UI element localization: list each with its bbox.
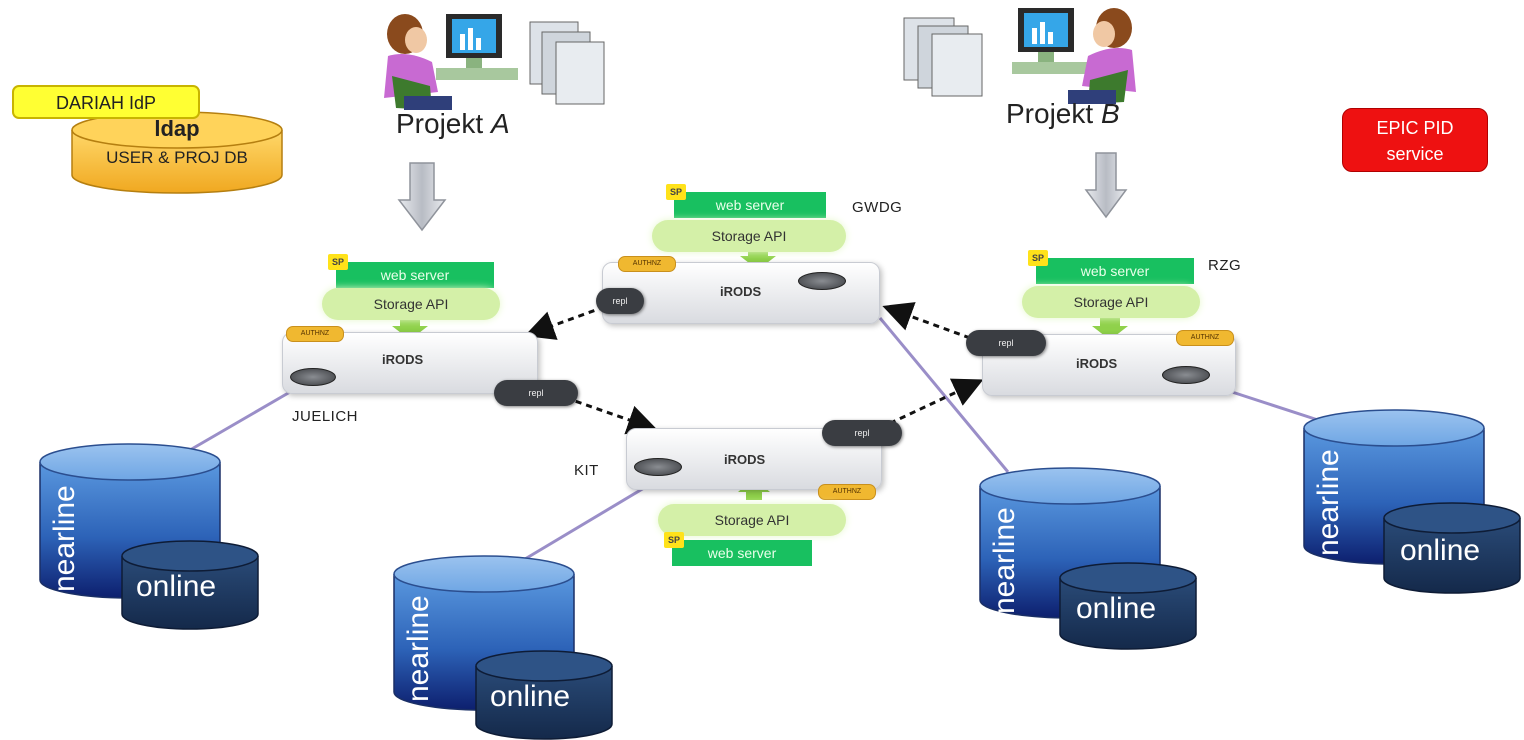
juelich-irods-label: iRODS	[382, 352, 424, 367]
kit-online-label: online	[490, 680, 571, 713]
documents-b-illustration	[903, 17, 983, 97]
web-server-label: web server	[715, 197, 785, 213]
person-b-illustration	[1012, 8, 1136, 104]
juelich-disk-icon	[290, 368, 336, 386]
juelich-authnz-badge: AUTHNZ	[286, 326, 344, 342]
gwdg-irods-box	[602, 262, 880, 324]
juelich-online-label: online	[136, 570, 217, 603]
dariah-idp-label: DARIAH IdP	[12, 85, 200, 119]
gwdg-online-label: online	[1076, 592, 1157, 625]
storage-kit	[393, 555, 613, 740]
site-label-gwdg: GWDG	[852, 199, 903, 216]
epic-pid-service-box: EPIC PID service	[1342, 108, 1488, 172]
gwdg-irods-label: iRODS	[720, 284, 762, 299]
rzg-authnz-badge: AUTHNZ	[1176, 330, 1234, 346]
rzg-nearline-label: nearline	[1312, 449, 1345, 556]
rzg-repl-badge: repl	[966, 330, 1046, 356]
rzg-storage-api: Storage API	[1022, 286, 1200, 318]
down-arrow-b	[1084, 152, 1128, 219]
kit-nearline-label: nearline	[402, 595, 435, 702]
project-a-prefix: Projekt	[396, 108, 491, 139]
connector-kit	[519, 486, 645, 564]
connector-juelich	[189, 390, 291, 452]
documents-a-illustration	[529, 21, 605, 105]
epic-line-2: service	[1386, 144, 1444, 164]
web-server-label: web server	[707, 545, 777, 561]
kit-disk-icon	[634, 458, 682, 476]
gwdg-authnz-badge: AUTHNZ	[618, 256, 676, 272]
user-proj-db-label: USER & PROJ DB	[106, 148, 248, 167]
ldap-label: ldap	[154, 116, 200, 141]
kit-web-server: SP web server	[664, 532, 812, 566]
juelich-nearline-label: nearline	[48, 485, 81, 592]
sp-badge: SP	[664, 532, 684, 548]
site-label-rzg: RZG	[1208, 257, 1242, 274]
sp-badge: SP	[666, 184, 686, 200]
project-a-letter-text: A	[490, 108, 510, 139]
site-label-kit: KIT	[574, 462, 599, 479]
rzg-disk-icon	[1162, 366, 1210, 384]
juelich-web-server: SP web server	[328, 254, 494, 288]
project-a-label: Projekt BA	[396, 108, 510, 140]
person-a-illustration	[384, 14, 518, 110]
gwdg-disk-icon	[798, 272, 846, 290]
ldap-cylinder	[71, 111, 283, 194]
web-server-label: web server	[1080, 263, 1150, 279]
gwdg-repl-badge: repl	[596, 288, 644, 314]
rzg-online-label: online	[1400, 534, 1481, 567]
kit-authnz-badge: AUTHNZ	[818, 484, 876, 500]
juelich-storage-api: Storage API	[322, 288, 500, 320]
sp-badge: SP	[328, 254, 348, 270]
gwdg-web-server: SP web server	[666, 184, 826, 218]
connector-rzg	[1231, 390, 1319, 422]
rzg-irods-label: iRODS	[1076, 356, 1118, 371]
site-label-juelich: JUELICH	[292, 408, 359, 425]
connector-gwdg	[878, 317, 1010, 473]
sp-badge: SP	[1028, 250, 1048, 266]
gwdg-nearline-label: nearline	[988, 507, 1021, 614]
epic-line-1: EPIC PID	[1376, 118, 1454, 138]
kit-irods-label: iRODS	[724, 452, 766, 467]
project-b-prefix: Projekt	[1006, 98, 1101, 129]
project-b-letter: B	[1100, 98, 1120, 129]
web-server-label: web server	[380, 267, 450, 283]
project-b-label: Projekt B	[1006, 98, 1120, 130]
storage-gwdg	[979, 467, 1197, 650]
juelich-repl-badge: repl	[494, 380, 578, 406]
storage-connector-lines	[189, 317, 1319, 564]
storage-juelich	[39, 443, 259, 630]
gwdg-storage-api: Storage API	[652, 220, 846, 252]
rzg-web-server: SP web server	[1028, 250, 1194, 284]
down-arrow-a	[397, 162, 447, 232]
storage-rzg	[1303, 409, 1521, 594]
kit-storage-api: Storage API	[658, 504, 846, 536]
kit-repl-badge: repl	[822, 420, 902, 446]
